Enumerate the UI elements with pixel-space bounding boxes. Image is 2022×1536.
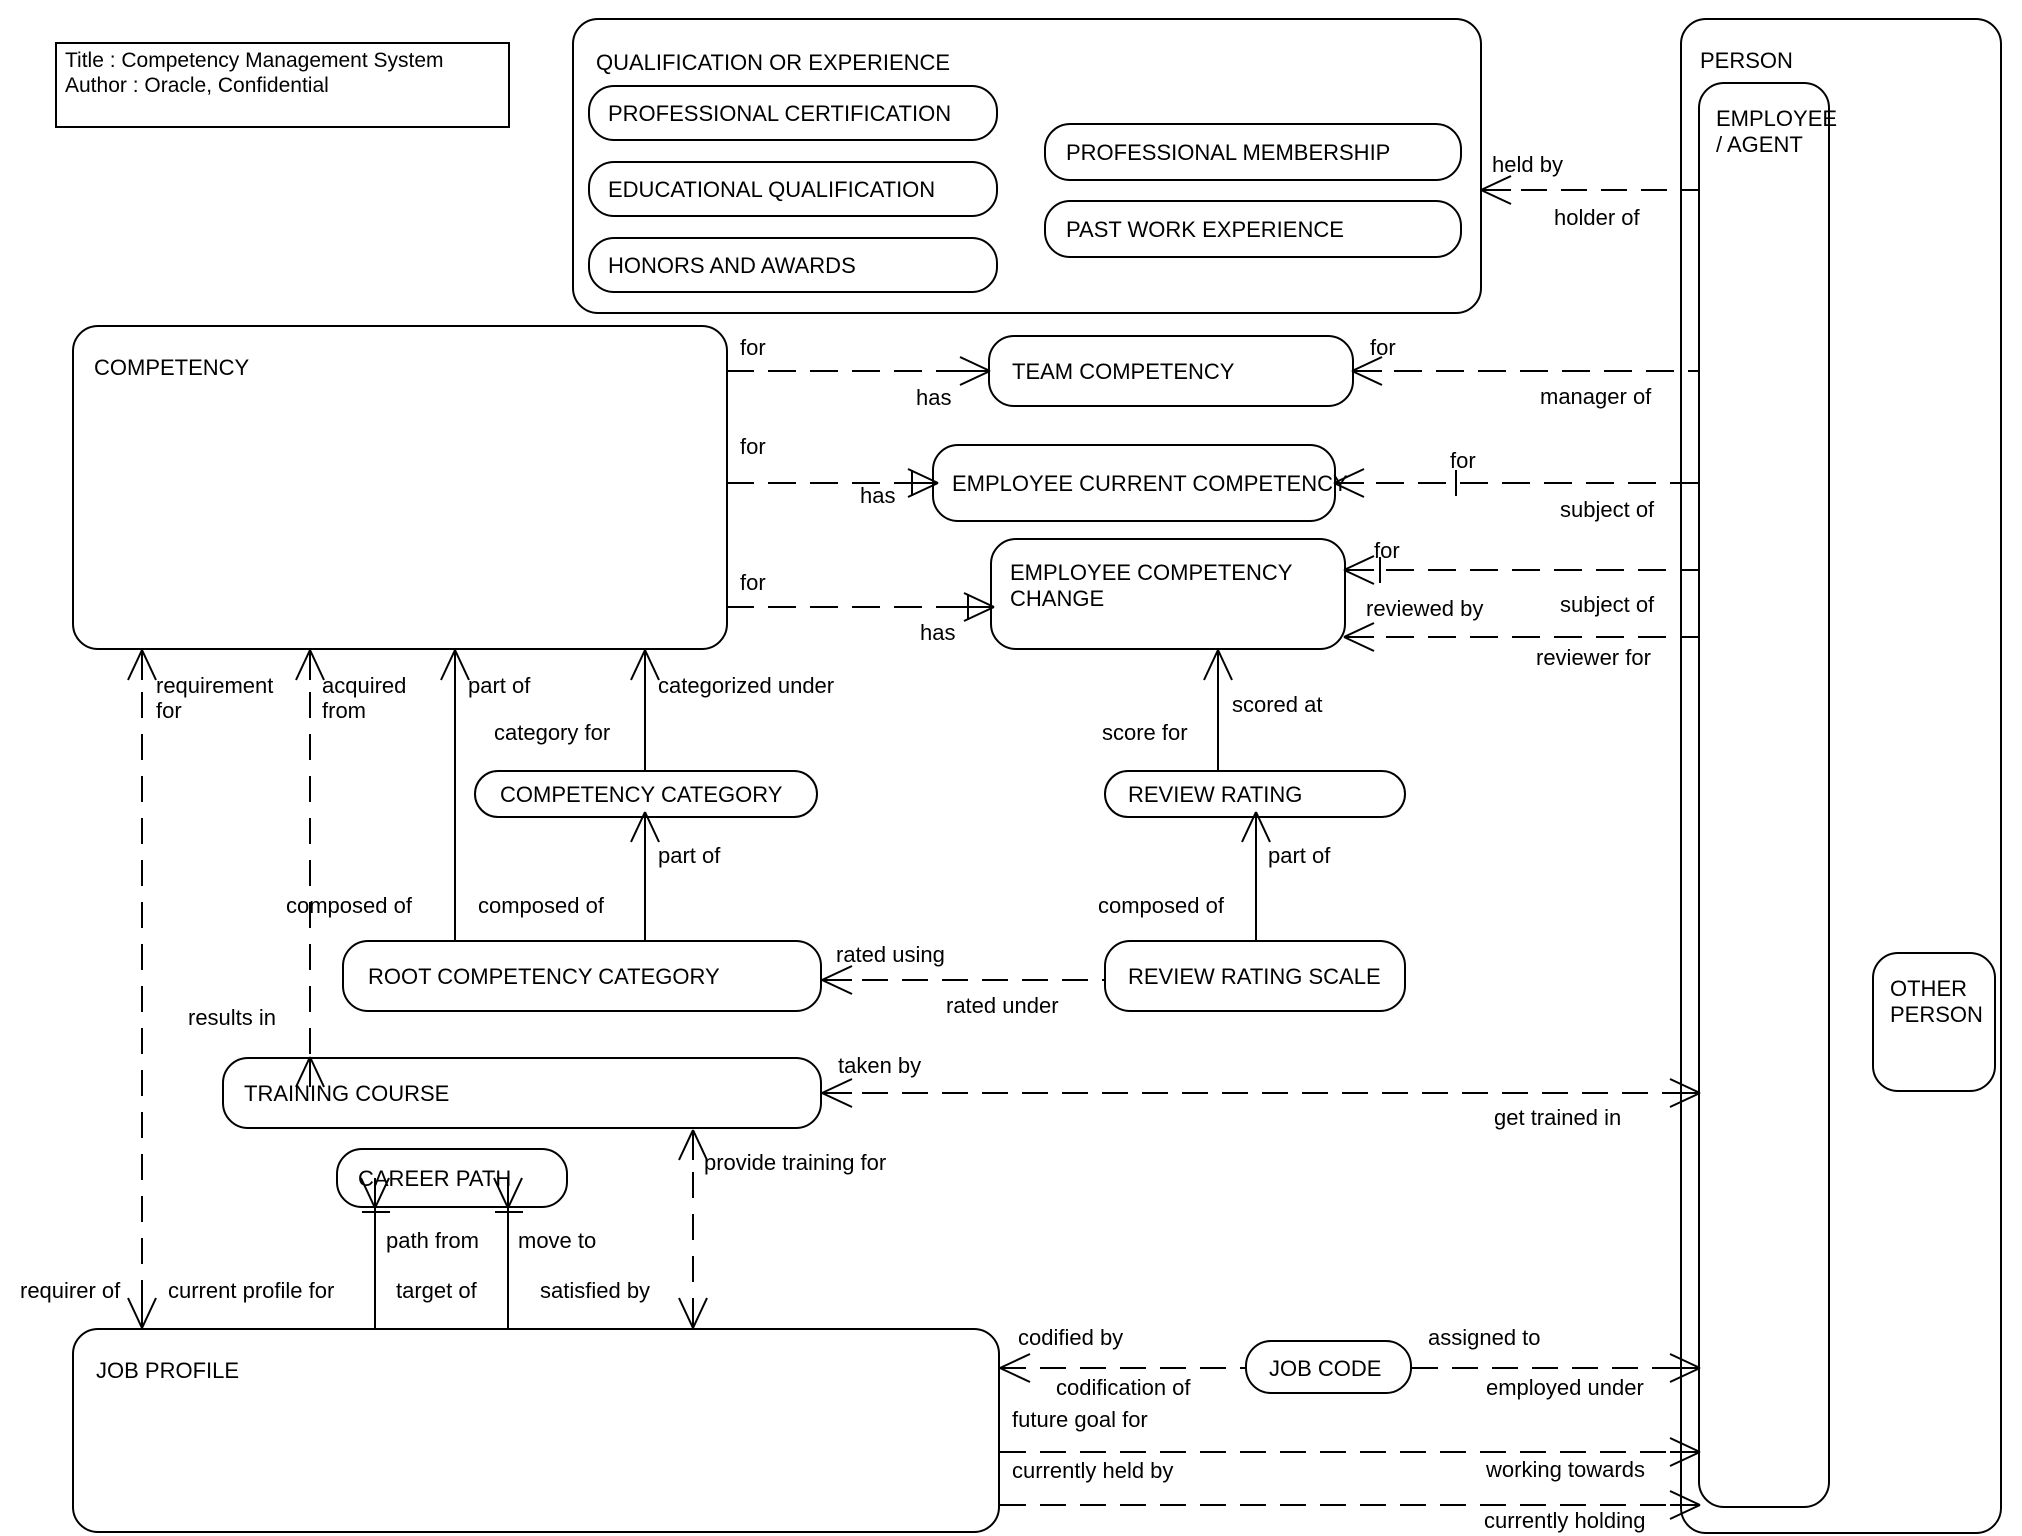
label-composed-of-rating: composed of <box>1098 893 1224 918</box>
label-for-team-right: for <box>1370 335 1396 360</box>
label-composed-of-left: composed of <box>286 893 412 918</box>
label-future-goal-for: future goal for <box>1012 1407 1148 1432</box>
label-working-towards: working towards <box>1486 1457 1645 1482</box>
entity-root-competency-category[interactable]: ROOT COMPETENCY CATEGORY <box>342 940 822 1012</box>
entity-label: REVIEW RATING SCALE <box>1128 964 1381 989</box>
entity-label: PAST WORK EXPERIENCE <box>1066 217 1344 242</box>
label-for-ecc-right: for <box>1450 448 1476 473</box>
entity-job-code[interactable]: JOB CODE <box>1245 1340 1412 1394</box>
label-provide-training-for: provide training for <box>704 1150 887 1175</box>
label-currently-holding: currently holding <box>1484 1508 1646 1533</box>
entity-label: JOB PROFILE <box>96 1358 240 1383</box>
entity-employee-current-competency[interactable]: EMPLOYEE CURRENT COMPETENCY <box>932 444 1348 522</box>
entity-review-rating-scale[interactable]: REVIEW RATING SCALE <box>1104 940 1406 1012</box>
entity-professional-membership[interactable]: PROFESSIONAL MEMBERSHIP <box>1044 123 1462 181</box>
label-employed-under: employed under <box>1486 1375 1644 1400</box>
label-for-team-left: for <box>740 335 766 360</box>
label-for-ecc-left: for <box>740 434 766 459</box>
label-reviewer-for: reviewer for <box>1536 645 1651 670</box>
label-get-trained-in: get trained in <box>1494 1105 1622 1130</box>
entity-competency[interactable]: COMPETENCY <box>72 325 728 650</box>
label-requirer-of: requirer of <box>20 1278 121 1303</box>
entity-career-path[interactable]: CAREER PATH <box>336 1148 568 1208</box>
label-holder-of: holder of <box>1554 205 1640 230</box>
entity-other-person[interactable]: OTHER PERSON <box>1872 952 1996 1092</box>
label-codification-of: codification of <box>1056 1375 1191 1400</box>
label-has-ecc: has <box>860 483 896 508</box>
label-assigned-to: assigned to <box>1428 1325 1541 1350</box>
label-part-of-rating: part of <box>1268 843 1331 868</box>
label-subject-of-1: subject of <box>1560 497 1655 522</box>
author-line: Author : Oracle, Confidential <box>65 74 329 97</box>
entity-label: REVIEW RATING <box>1128 782 1303 807</box>
entity-review-rating[interactable]: REVIEW RATING <box>1104 770 1406 818</box>
label-held-by: held by <box>1492 152 1563 177</box>
label-taken-by: taken by <box>838 1053 922 1078</box>
label-rated-using: rated using <box>836 942 945 967</box>
label-has-ecch: has <box>920 620 956 645</box>
entity-qualification-or-experience[interactable]: QUALIFICATION OR EXPERIENCE <box>572 18 1482 314</box>
label-satisfied-by: satisfied by <box>540 1278 651 1303</box>
label-reviewed-by: reviewed by <box>1366 596 1484 621</box>
label-has-team: has <box>916 385 952 410</box>
label-acquired-from: acquired from <box>322 673 407 723</box>
entity-past-work-experience[interactable]: PAST WORK EXPERIENCE <box>1044 200 1462 258</box>
entity-label: EMPLOYEE COMPETENCY CHANGE <box>1010 560 1293 611</box>
entity-label: TEAM COMPETENCY <box>1012 359 1235 384</box>
entity-honors-and-awards[interactable]: HONORS AND AWARDS <box>588 237 998 293</box>
label-rated-under: rated under <box>946 993 1059 1018</box>
entity-person[interactable]: PERSON <box>1680 18 2002 1534</box>
label-codified-by: codified by <box>1018 1325 1124 1350</box>
label-composed-of-mid: composed of <box>478 893 604 918</box>
entity-label: QUALIFICATION OR EXPERIENCE <box>596 50 951 75</box>
label-move-to: move to <box>518 1228 597 1253</box>
entity-educational-qualification[interactable]: EDUCATIONAL QUALIFICATION <box>588 161 998 217</box>
entity-label: JOB CODE <box>1269 1356 1382 1381</box>
entity-label: PERSON <box>1700 48 1793 73</box>
title-line: Title : Competency Management System <box>65 49 444 72</box>
label-manager-of: manager of <box>1540 384 1652 409</box>
label-scored-at: scored at <box>1232 692 1323 717</box>
entity-label: COMPETENCY CATEGORY <box>500 782 783 807</box>
entity-professional-certification[interactable]: PROFESSIONAL CERTIFICATION <box>588 85 998 141</box>
entity-employee-agent[interactable]: EMPLOYEE / AGENT <box>1698 82 1837 1508</box>
label-part-of-category: part of <box>468 673 531 698</box>
label-requirement-for: requirement for <box>156 673 274 723</box>
label-part-of-compcat: part of <box>658 843 721 868</box>
label-for-ecch-left: for <box>740 570 766 595</box>
entity-label: HONORS AND AWARDS <box>608 253 856 278</box>
entity-label: TRAINING COURSE <box>244 1081 450 1106</box>
entity-team-competency[interactable]: TEAM COMPETENCY <box>988 335 1354 407</box>
label-results-in: results in <box>188 1005 277 1030</box>
entity-competency-category[interactable]: COMPETENCY CATEGORY <box>474 770 818 818</box>
entity-label: EMPLOYEE CURRENT COMPETENCY <box>952 471 1348 496</box>
entity-label: EMPLOYEE / AGENT <box>1716 106 1838 157</box>
title-block: Title : Competency Management System Aut… <box>55 42 510 128</box>
entity-label: EDUCATIONAL QUALIFICATION <box>608 177 936 202</box>
entity-label: CAREER PATH <box>358 1166 512 1191</box>
label-currently-held-by: currently held by <box>1012 1458 1174 1483</box>
label-target-of: target of <box>396 1278 477 1303</box>
entity-label: ROOT COMPETENCY CATEGORY <box>368 964 720 989</box>
label-current-profile-for: current profile for <box>168 1278 335 1303</box>
label-score-for: score for <box>1102 720 1188 745</box>
entity-training-course[interactable]: TRAINING COURSE <box>222 1057 822 1129</box>
entity-label: COMPETENCY <box>94 355 250 380</box>
entity-label: PROFESSIONAL CERTIFICATION <box>608 101 952 126</box>
entity-label: OTHER PERSON <box>1890 976 1983 1027</box>
entity-label: PROFESSIONAL MEMBERSHIP <box>1066 140 1391 165</box>
label-subject-of-2: subject of <box>1560 592 1655 617</box>
label-for-ecch-right: for <box>1374 538 1400 563</box>
entity-job-profile[interactable]: JOB PROFILE <box>72 1328 1000 1533</box>
entity-employee-competency-change[interactable]: EMPLOYEE COMPETENCY CHANGE <box>990 538 1346 650</box>
label-categorized-under: categorized under <box>658 673 835 698</box>
label-path-from: path from <box>386 1228 479 1253</box>
label-category-for: category for <box>494 720 611 745</box>
